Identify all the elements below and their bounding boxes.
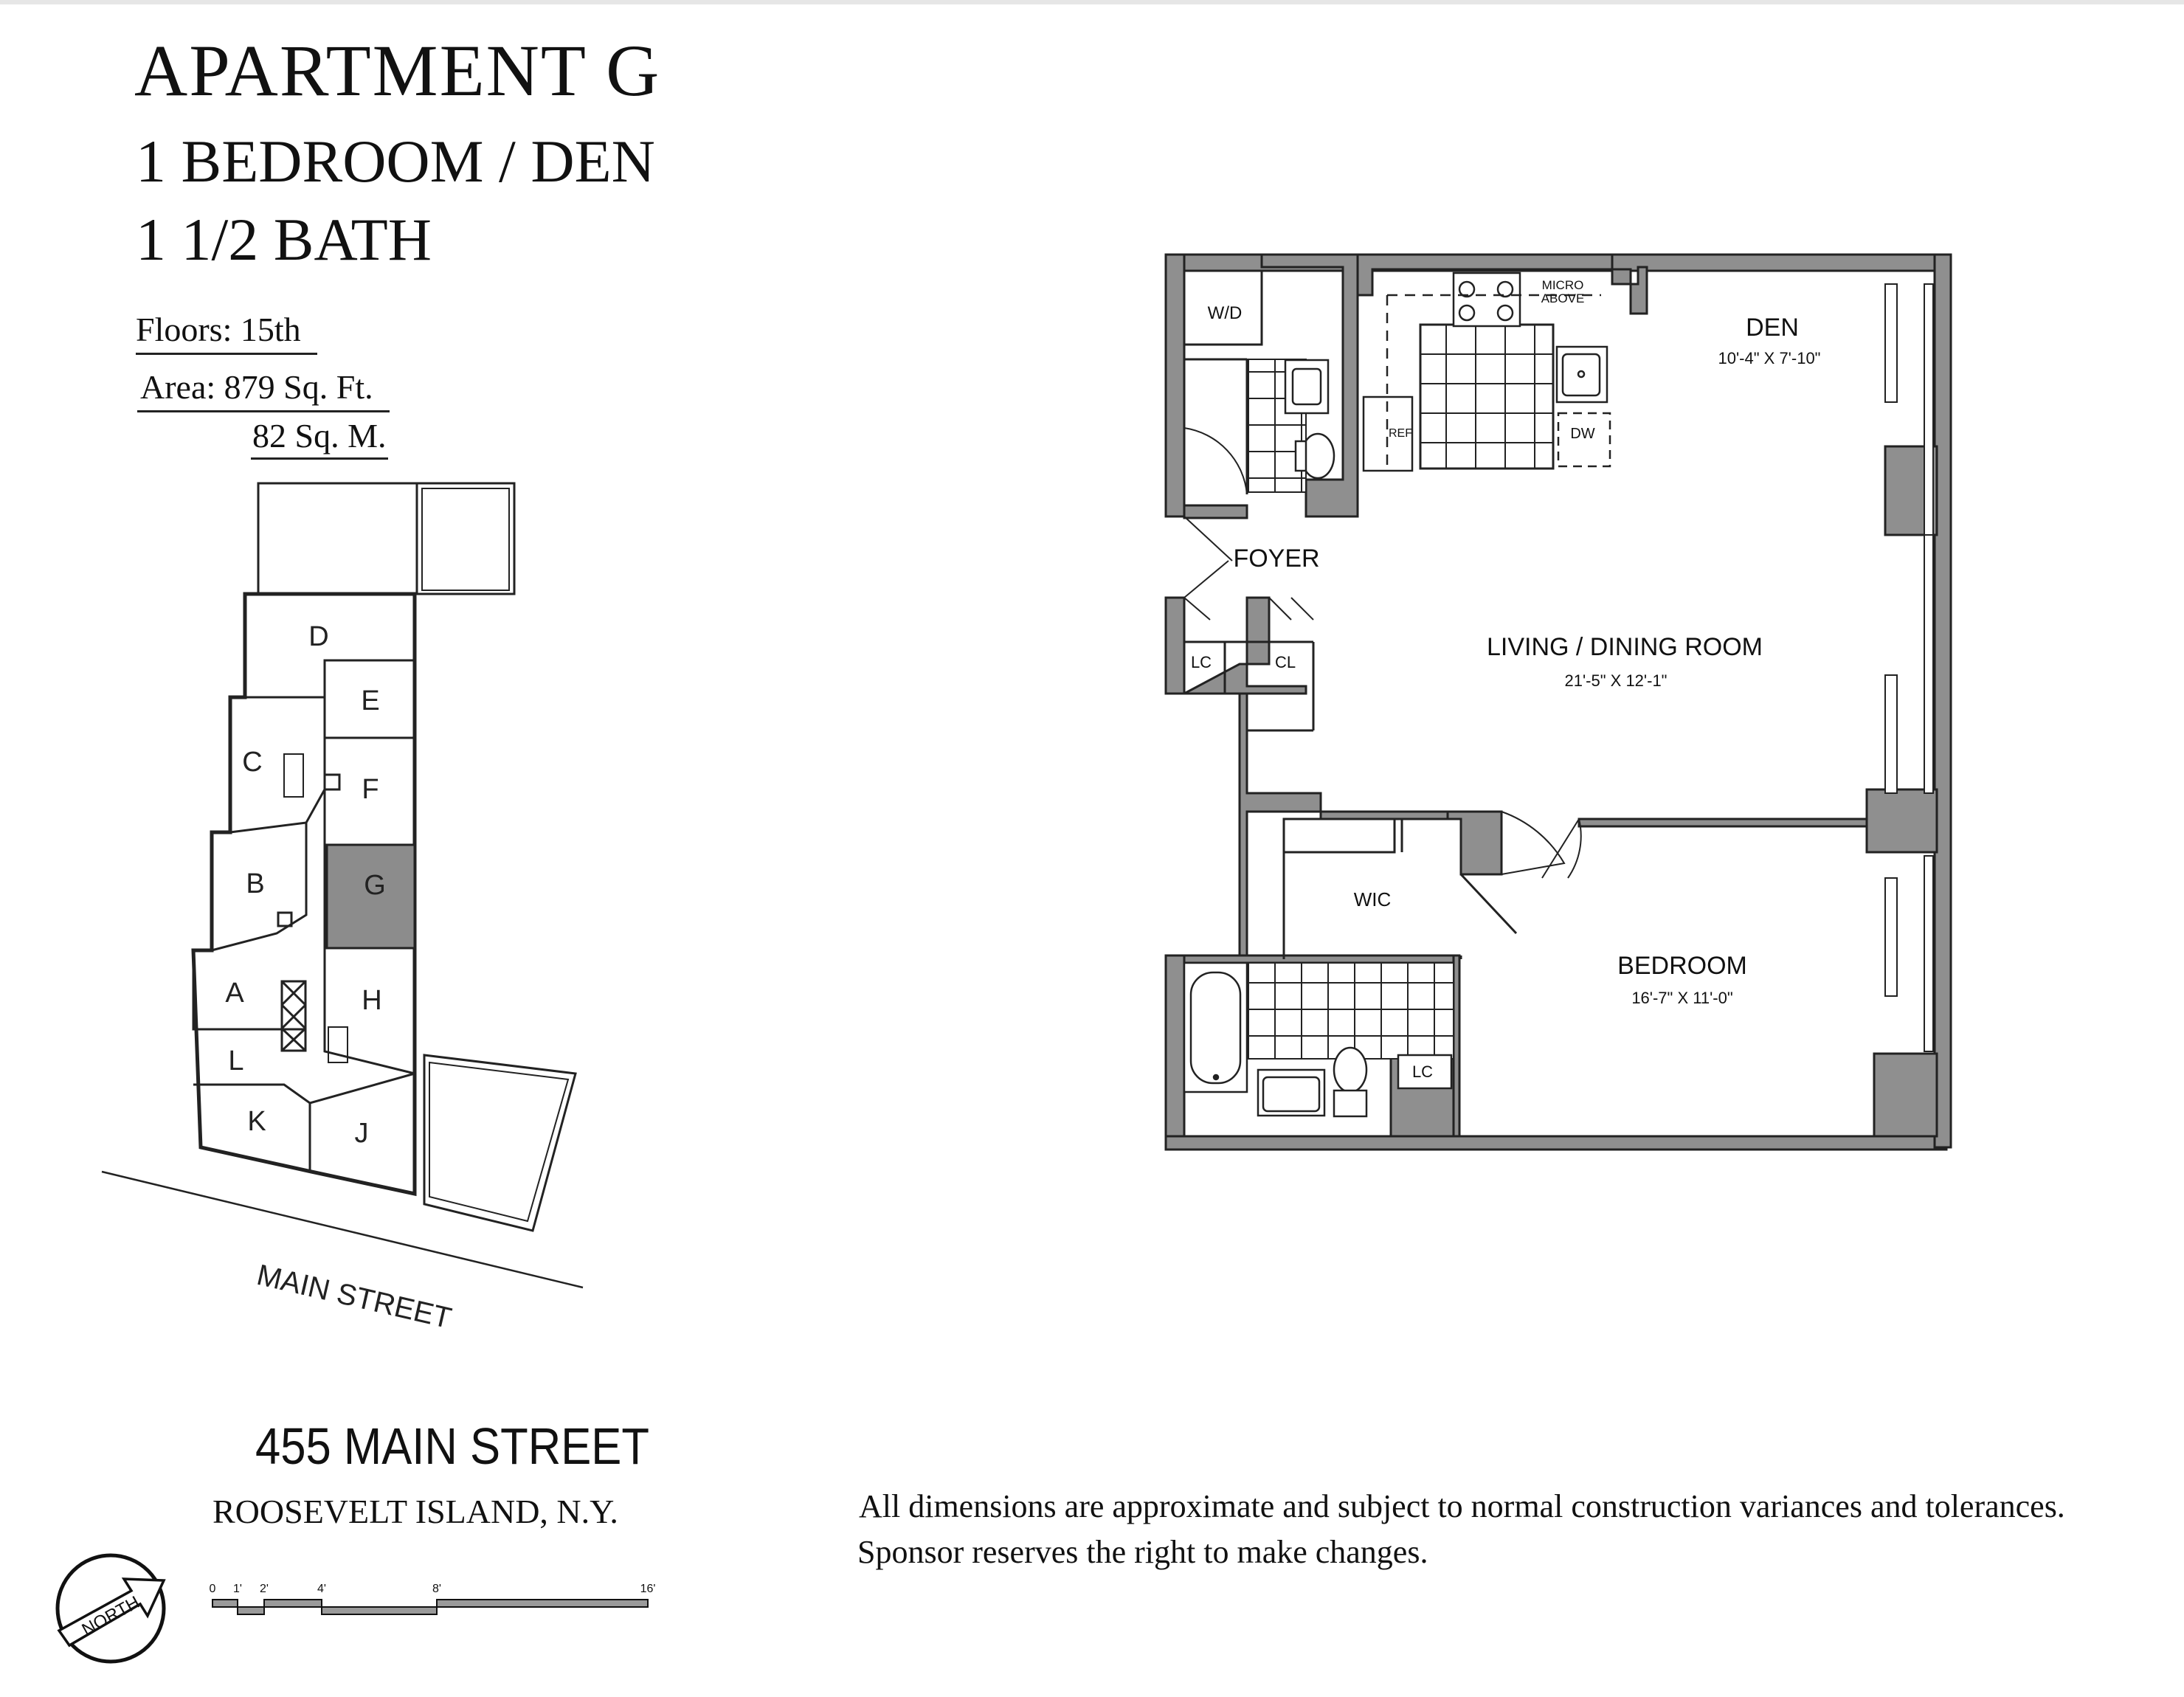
- wd-label: W/D: [1208, 303, 1243, 323]
- area-sqft: Area: 879 Sq. Ft.: [140, 368, 373, 406]
- unit-label-j: J: [355, 1118, 369, 1149]
- disclaimer-line-1: All dimensions are approximate and subje…: [859, 1488, 2065, 1524]
- area-underline: [137, 410, 390, 412]
- walls: [1164, 253, 1952, 1151]
- linen-closet-label-2: LC: [1412, 1062, 1433, 1081]
- dw-label: DW: [1570, 426, 1594, 442]
- unit-label-f: F: [362, 774, 379, 805]
- floor-plan: DEN 10'-4" X 7'-10" LIVING / DINING ROOM…: [1164, 253, 1952, 1151]
- bathroom-floor: [1246, 962, 1454, 1060]
- micro-label: MICRO: [1542, 278, 1584, 292]
- unit-label-a: A: [225, 978, 244, 1009]
- top-rule: [0, 0, 2184, 4]
- area-sqm: 82 Sq. M.: [252, 417, 387, 455]
- bath-count: 1 1/2 BATH: [136, 206, 432, 273]
- kitchen-fixtures: [1362, 272, 1611, 472]
- terrace-north-right: [415, 482, 516, 595]
- floors-info: Floors: 15th: [136, 311, 301, 348]
- floors-underline: [136, 353, 317, 355]
- living-dining-label: LIVING / DINING ROOM: [1487, 633, 1763, 661]
- unit-label-g: G: [364, 870, 386, 901]
- den-label: DEN: [1746, 314, 1799, 342]
- wic-label: WIC: [1354, 888, 1392, 910]
- scale-label-2: 2': [260, 1583, 269, 1595]
- bedroom-label: BEDROOM: [1617, 952, 1747, 980]
- apartment-title: APARTMENT G: [134, 30, 661, 111]
- windows: [1884, 283, 1934, 1052]
- unit-label-e: E: [361, 685, 379, 716]
- disclaimer-line-2: Sponsor reserves the right to make chang…: [857, 1534, 1428, 1570]
- micro-above-label: ABOVE: [1541, 291, 1585, 305]
- scale-label-16: 16': [640, 1583, 656, 1595]
- highlighted-unit: [325, 843, 416, 950]
- foyer-label: FOYER: [1233, 545, 1319, 573]
- scale-label-4: 4': [317, 1583, 326, 1595]
- ref-label: REF: [1389, 427, 1412, 440]
- unit-label-l: L: [228, 1045, 243, 1076]
- north-compass: NORTH: [55, 1553, 166, 1664]
- scale-label-0: 0: [210, 1583, 216, 1595]
- unit-divider: [245, 659, 415, 699]
- closet-label: CL: [1275, 653, 1296, 671]
- bedroom-dimensions: 16'-7" X 11'-0": [1631, 989, 1732, 1007]
- bath-toilet-icon: [1333, 1046, 1368, 1093]
- washer-dryer-closet: [1183, 269, 1263, 346]
- linen-closet: [1397, 1054, 1453, 1090]
- bedroom-count: 1 BEDROOM / DEN: [136, 128, 655, 195]
- unit-label-h: H: [362, 985, 381, 1016]
- living-dining-dimensions: 21'-5" X 12'-1": [1565, 671, 1668, 690]
- street-label: MAIN STREET: [254, 1259, 455, 1335]
- north-arrow-icon: [57, 1577, 166, 1648]
- scale-bar: 0 1' 2' 4' 8' 16': [210, 1583, 656, 1615]
- unit-label-k: K: [247, 1106, 266, 1137]
- key-plan: D E C F B G A H L K J MAIN STREET: [101, 482, 584, 1335]
- terrace-north-left: [257, 482, 418, 595]
- unit-label-c: C: [242, 747, 262, 778]
- building-outline: [191, 592, 417, 1197]
- dishwasher-icon: [1557, 412, 1611, 468]
- scale-label-8: 8': [432, 1583, 441, 1595]
- kitchen-floor: [1419, 323, 1555, 470]
- scale-label-1: 1': [233, 1583, 242, 1595]
- building-city: ROOSEVELT ISLAND, N.Y.: [212, 1493, 618, 1530]
- unit-label-b: B: [246, 868, 264, 899]
- area-sqm-underline: [251, 457, 388, 460]
- building-address: 455 MAIN STREET: [255, 1417, 650, 1475]
- unit-label-d: D: [308, 621, 328, 652]
- den-dimensions: 10'-4" X 7'-10": [1718, 349, 1821, 367]
- linen-closet-label-1: LC: [1191, 653, 1212, 671]
- terrace-south: [423, 1054, 577, 1232]
